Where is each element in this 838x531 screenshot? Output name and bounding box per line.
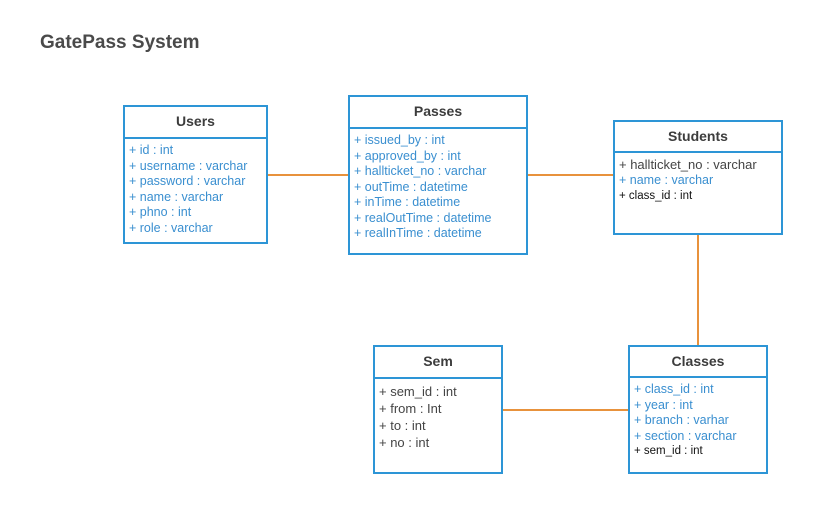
attribute: + class_id : int <box>619 189 693 202</box>
attribute: + from : Int <box>379 401 442 416</box>
entity-users[interactable]: Users + id : int + username : varchar + … <box>123 105 268 244</box>
entity-classes-attributes: + class_id : int + year : int + branch :… <box>630 378 766 460</box>
entity-students-name: Students <box>615 122 781 153</box>
entity-passes-name: Passes <box>350 97 526 129</box>
diagram-title: GatePass System <box>40 32 200 53</box>
attribute: + section : varchar <box>634 428 737 443</box>
attribute: + phno : int <box>129 205 192 219</box>
attribute: + year : int <box>634 397 693 412</box>
attribute: + id : int <box>129 143 174 157</box>
entity-passes-attributes: + issued_by : int + approved_by : int + … <box>350 129 526 242</box>
attribute: + password : varchar <box>129 174 246 188</box>
entity-users-attributes: + id : int + username : varchar + passwo… <box>125 139 266 236</box>
entity-sem-attributes: + sem_id : int + from : Int + to : int +… <box>375 379 501 451</box>
attribute: + username : varchar <box>129 158 248 173</box>
attribute: + to : int <box>379 418 426 433</box>
attribute: + no : int <box>379 435 430 450</box>
attribute: + sem_id : int <box>634 445 703 457</box>
attribute: + hallticket_no : varchar <box>354 164 487 178</box>
attribute: + name : varchar <box>619 173 714 187</box>
entity-sem-name: Sem <box>375 347 501 379</box>
attribute: + hallticket_no : varchar <box>619 157 757 172</box>
entity-classes-name: Classes <box>630 347 766 378</box>
entity-classes[interactable]: Classes + class_id : int + year : int + … <box>628 345 768 474</box>
attribute: + inTime : datetime <box>354 195 461 209</box>
entity-sem[interactable]: Sem + sem_id : int + from : Int + to : i… <box>373 345 503 474</box>
attribute: + branch : varhar <box>634 413 729 427</box>
attribute: + approved_by : int <box>354 148 461 163</box>
entity-students-attributes: + hallticket_no : varchar + name : varch… <box>615 153 781 204</box>
attribute: + realInTime : datetime <box>354 226 482 240</box>
entity-users-name: Users <box>125 107 266 139</box>
attribute: + realOutTime : datetime <box>354 210 492 225</box>
attribute: + outTime : datetime <box>354 179 468 194</box>
attribute: + sem_id : int <box>379 384 457 399</box>
entity-students[interactable]: Students + hallticket_no : varchar + nam… <box>613 120 783 235</box>
attribute: + name : varchar <box>129 189 224 204</box>
entity-passes[interactable]: Passes + issued_by : int + approved_by :… <box>348 95 528 255</box>
attribute: + class_id : int <box>634 382 714 396</box>
attribute: + role : varchar <box>129 220 213 235</box>
attribute: + issued_by : int <box>354 133 445 147</box>
